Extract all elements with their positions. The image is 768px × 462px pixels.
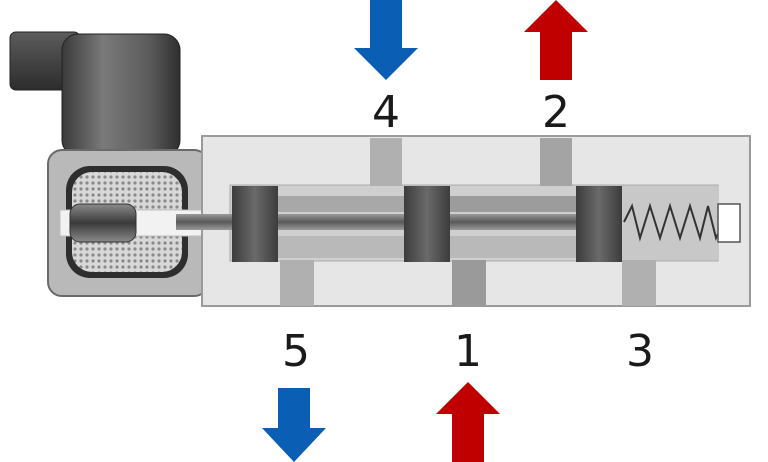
flow-arrow-icon: [262, 388, 326, 462]
exhaust-arrow-port-4: [354, 0, 418, 80]
port-label-2: 2: [542, 87, 570, 138]
port-label-1: 1: [454, 326, 482, 377]
port-1-channel: [452, 260, 486, 306]
port-3-channel: [622, 260, 656, 306]
port-label-5: 5: [282, 326, 310, 377]
spool-land-left: [232, 186, 278, 262]
supply-arrow-port-2: [524, 0, 588, 80]
spool-land-right: [576, 186, 622, 262]
supply-arrow-port-1: [436, 382, 500, 462]
flow-arrow-icon: [524, 0, 588, 80]
spool-channel-left: [278, 196, 404, 212]
port-label-4: 4: [372, 87, 400, 138]
spool-rod: [176, 214, 624, 230]
port-4-channel: [370, 138, 402, 186]
port-2-channel: [540, 138, 572, 186]
port-label-3: 3: [626, 326, 654, 377]
flow-arrow-icon: [436, 382, 500, 462]
spring-icon: [622, 186, 741, 260]
spool-channel-right: [450, 196, 576, 212]
spool-land-center: [404, 186, 450, 262]
port-5-channel: [280, 260, 314, 306]
exhaust-arrow-port-5: [262, 388, 326, 462]
solenoid-coil-icon: [9, 31, 211, 297]
flow-arrow-icon: [354, 0, 418, 80]
